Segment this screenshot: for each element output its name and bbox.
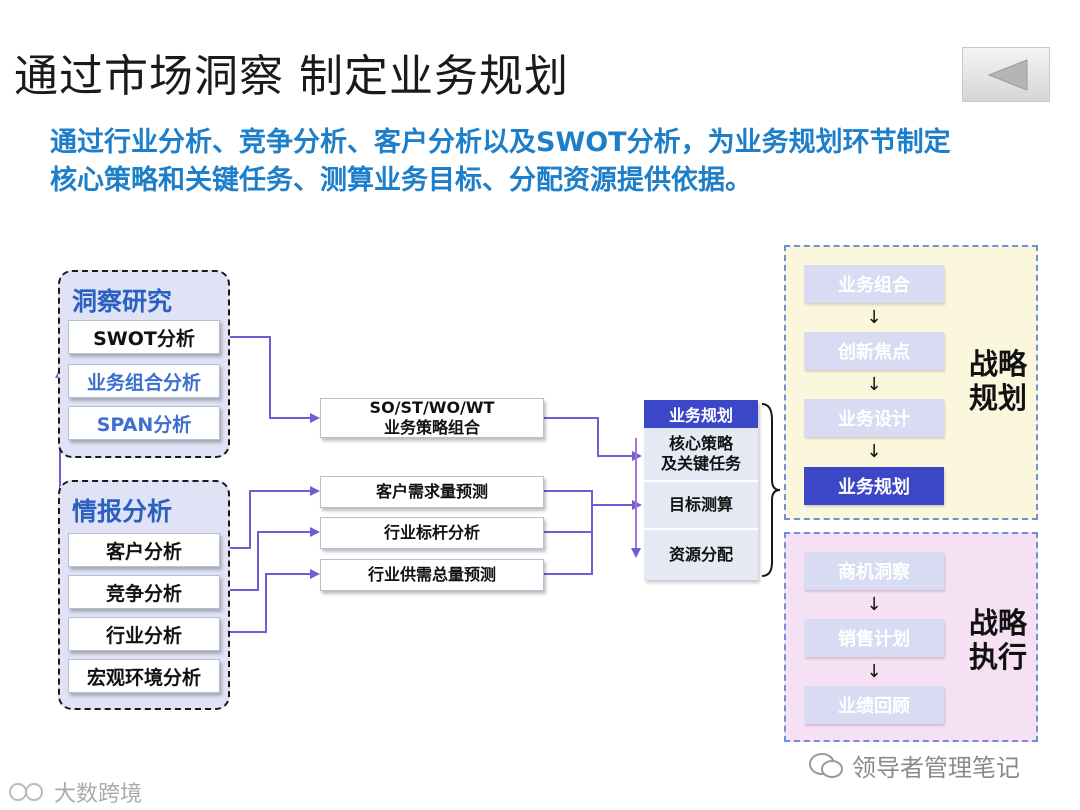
execution-step-sales-plan: 销售计划 xyxy=(804,619,944,657)
watermark-right-text: 领导者管理笔记 xyxy=(852,754,1020,782)
wechat-icon xyxy=(809,752,843,778)
strategy-combo-line-2: 业务策略组合 xyxy=(383,418,480,437)
insight-group-title: 洞察研究 xyxy=(72,287,173,316)
arrow-down-icon: ↓ xyxy=(866,374,882,395)
triangle-left-icon xyxy=(987,59,1028,91)
forecast-merge-3 xyxy=(544,505,593,575)
macro-environment-analysis-box: 宏观环境分析 xyxy=(68,659,220,693)
competition-connector xyxy=(222,527,320,591)
planning-step-business-design: 业务设计 xyxy=(804,399,944,437)
arrow-down-icon: ↓ xyxy=(866,594,882,615)
execution-step-opportunity-insight: 商机洞察 xyxy=(804,552,944,590)
strategy-execution-label-1: 战略 xyxy=(968,606,1027,640)
strategy-combo-line-1: SO/ST/WO/WT xyxy=(369,398,495,417)
strategy-combination-box: SO/ST/WO/WT 业务策略组合 xyxy=(320,398,544,438)
planning-step-business-plan: 业务规划 xyxy=(804,467,944,505)
swot-analysis-box: SWOT分析 xyxy=(68,320,220,354)
insight-research-group: 洞察研究 SWOT分析 业务组合分析 SPAN分析 xyxy=(58,270,230,458)
span-analysis-box: SPAN分析 xyxy=(68,406,220,440)
brand-logo-icon xyxy=(9,783,43,801)
forecast-merge-1 xyxy=(544,490,593,505)
industry-connector xyxy=(222,569,320,633)
business-plan-header: 业务规划 xyxy=(644,400,758,428)
core-strategy-item: 核心策略 及关键任务 xyxy=(644,428,758,482)
subtitle: 通过行业分析、竞争分析、客户分析以及SWOT分析，为业务规划环节制定 核心策略和… xyxy=(50,124,1060,200)
strategy-execution-label-2: 执行 xyxy=(968,640,1027,674)
back-button[interactable] xyxy=(962,47,1050,102)
stack-brace xyxy=(761,403,781,577)
combo-connector xyxy=(544,417,642,461)
industry-supply-demand-forecast-box: 行业供需总量预测 xyxy=(320,559,544,591)
intel-group-title: 情报分析 xyxy=(72,497,173,526)
planning-step-business-portfolio: 业务组合 xyxy=(804,265,944,303)
strategy-execution-label: 战略 执行 xyxy=(958,606,1038,674)
execution-step-performance-review: 业绩回顾 xyxy=(804,686,944,724)
business-plan-stack: 业务规划 核心策略 及关键任务 目标测算 资源分配 xyxy=(644,400,758,580)
customer-connector xyxy=(222,486,320,549)
arrow-down-icon: ↓ xyxy=(866,661,882,682)
competition-analysis-box: 竞争分析 xyxy=(68,575,220,609)
swot-connector xyxy=(222,336,320,423)
industry-analysis-box: 行业分析 xyxy=(68,617,220,651)
customer-demand-forecast-box: 客户需求量预测 xyxy=(320,476,544,508)
strategy-planning-label: 战略 规划 xyxy=(958,347,1038,415)
resource-allocation-item: 资源分配 xyxy=(644,530,758,580)
subtitle-line-2: 核心策略和关键任务、测算业务目标、分配资源提供依据。 xyxy=(50,165,752,196)
intelligence-analysis-group: 情报分析 客户分析 竞争分析 行业分析 宏观环境分析 xyxy=(58,480,230,710)
watermark-left: 大数跨境 xyxy=(8,776,142,808)
strategy-execution-panel: 商机洞察 ↓ 销售计划 ↓ 业绩回顾 战略 执行 xyxy=(784,532,1038,742)
subtitle-line-1: 通过行业分析、竞争分析、客户分析以及SWOT分析，为业务规划环节制定 xyxy=(50,127,951,158)
watermark-right: 领导者管理笔记 xyxy=(808,748,1020,783)
customer-analysis-box: 客户分析 xyxy=(68,533,220,567)
watermark-left-text: 大数跨境 xyxy=(54,782,143,807)
forecast-merge-2 xyxy=(544,505,593,533)
arrow-down-icon: ↓ xyxy=(866,441,882,462)
business-portfolio-analysis-box: 业务组合分析 xyxy=(68,364,220,398)
planning-step-innovation-focus: 创新焦点 xyxy=(804,332,944,370)
page-title: 通过市场洞察 制定业务规划 xyxy=(14,51,569,102)
industry-benchmark-box: 行业标杆分析 xyxy=(320,517,544,549)
strategy-planning-panel: 业务组合 ↓ 创新焦点 ↓ 业务设计 ↓ 业务规划 战略 规划 xyxy=(784,245,1038,520)
target-estimation-item: 目标测算 xyxy=(644,482,758,530)
strategy-planning-label-1: 战略 xyxy=(968,347,1027,381)
arrow-down-icon: ↓ xyxy=(866,307,882,328)
strategy-planning-label-2: 规划 xyxy=(968,381,1027,415)
